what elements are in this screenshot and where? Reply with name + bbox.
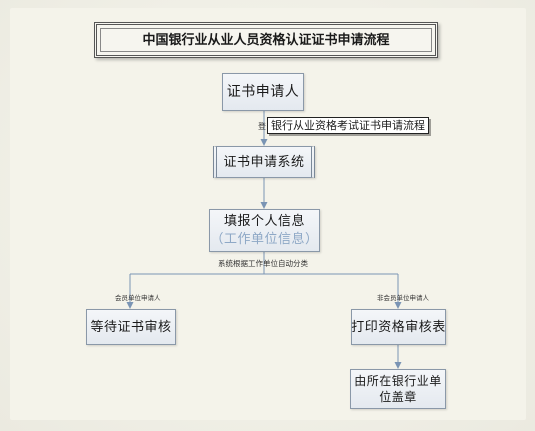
node-application-system: 证书申请系统 (213, 146, 315, 178)
node-fill-personal-info: 填报个人信息 （工作单位信息） (209, 209, 320, 252)
edge-label-non-member-unit: 非会员单位申请人 (377, 294, 429, 302)
node-unit-seal: 由所在银行业单 位盖章 (350, 369, 446, 409)
diagram-title: 中国银行业从业人员资格认证证书申请流程 (94, 22, 438, 58)
node-fill-info-sublabel: （工作单位信息） (210, 231, 319, 247)
node-applicant: 证书申请人 (222, 73, 304, 111)
node-seal-line-1: 由所在银行业单 (354, 374, 442, 388)
node-fill-info-label: 填报个人信息 (223, 213, 305, 229)
edge-label-auto-classify: 系统根据工作单位自动分类 (218, 259, 308, 268)
node-print-qualification-form: 打印资格审核表 (351, 309, 446, 345)
image-tooltip: 银行从业资格考试证书申请流程 (267, 117, 429, 134)
edge-label-login: 登 (258, 122, 266, 131)
edge-label-member-unit: 会员单位申请人 (115, 294, 161, 302)
node-seal-line-2: 位盖章 (379, 390, 417, 404)
node-wait-certificate-review: 等待证书审核 (86, 309, 176, 345)
